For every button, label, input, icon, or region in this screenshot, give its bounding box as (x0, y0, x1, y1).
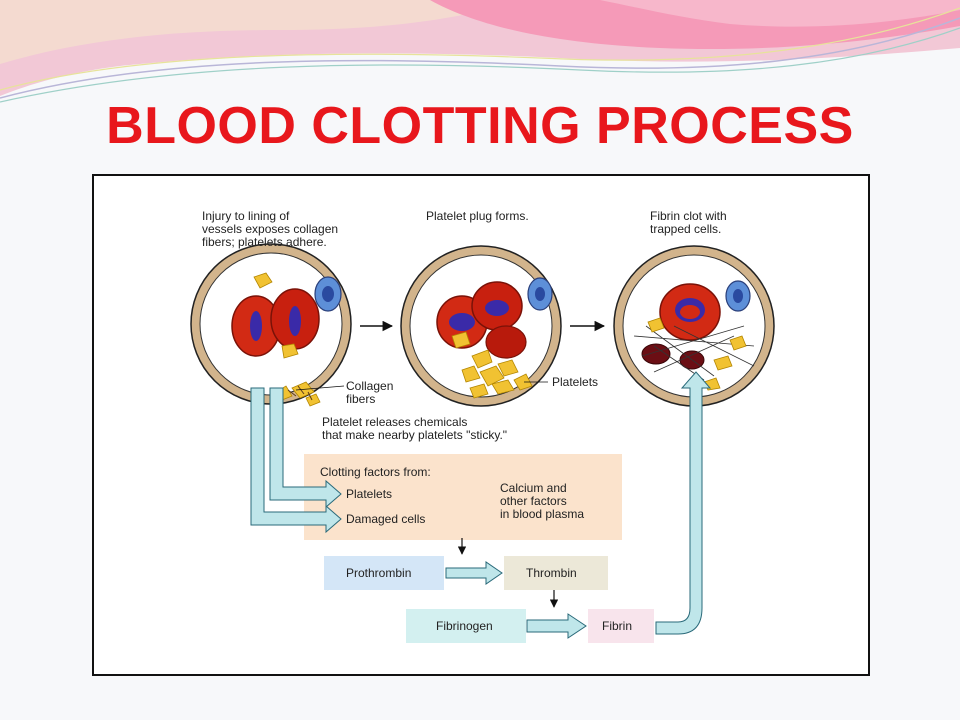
stage-3-caption: Fibrin clot with trapped cells. (650, 209, 727, 236)
diagram-graphics (190, 243, 775, 643)
fibrinogen-box (406, 609, 526, 643)
platelet-plug (451, 331, 533, 399)
release-caption: Platelet releases chemicals that make ne… (322, 415, 508, 442)
collagen-label: Collagen fibers (346, 379, 394, 406)
stage-2-caption: Platelet plug forms. (426, 209, 529, 223)
flow-arrows (250, 371, 712, 639)
clotting-diagram: Injury to lining of vessels exposes coll… (92, 174, 870, 676)
fibrin-label: Fibrin (602, 619, 633, 633)
thrombin-box (504, 556, 608, 590)
red-blood-cells (436, 281, 527, 359)
platelets-label: Platelets (552, 375, 599, 389)
prothrombin-box (324, 556, 444, 590)
prothrombin-arrow (445, 561, 503, 585)
factors-header: Clotting factors from: (320, 465, 431, 479)
red-blood-cells (641, 283, 721, 370)
clotting-factors-box (304, 454, 622, 540)
factor-platelets: Platelets (346, 487, 393, 501)
fibrin-mesh (633, 325, 755, 381)
damaged-cells-arrow (250, 387, 342, 534)
collagen-pointer (295, 385, 345, 391)
fibrin-to-clot-arrow (655, 371, 712, 635)
vessel-stage-1 (190, 243, 352, 407)
platelets-factor-arrow (269, 387, 342, 509)
stage-1-caption: Injury to lining of vessels exposes coll… (202, 209, 339, 249)
fibrinogen-arrow (526, 613, 587, 639)
fibrinogen-label: Fibrinogen (436, 619, 493, 633)
fibrin-box (588, 609, 654, 643)
white-blood-cell (527, 277, 553, 311)
white-blood-cell (314, 276, 342, 312)
factor-plasma: Calcium and other factors in blood plasm… (500, 481, 585, 521)
collagen-fibers (287, 385, 313, 401)
vessel-stage-3 (613, 245, 775, 407)
thrombin-label: Thrombin (526, 566, 577, 580)
white-blood-cell (725, 280, 751, 312)
slide-title: BLOOD CLOTTING PROCESS (106, 97, 854, 155)
vessel-stage-2 (400, 245, 562, 407)
factor-damaged-cells: Damaged cells (346, 512, 426, 526)
decorative-banner (0, 0, 960, 103)
prothrombin-label: Prothrombin (346, 566, 412, 580)
